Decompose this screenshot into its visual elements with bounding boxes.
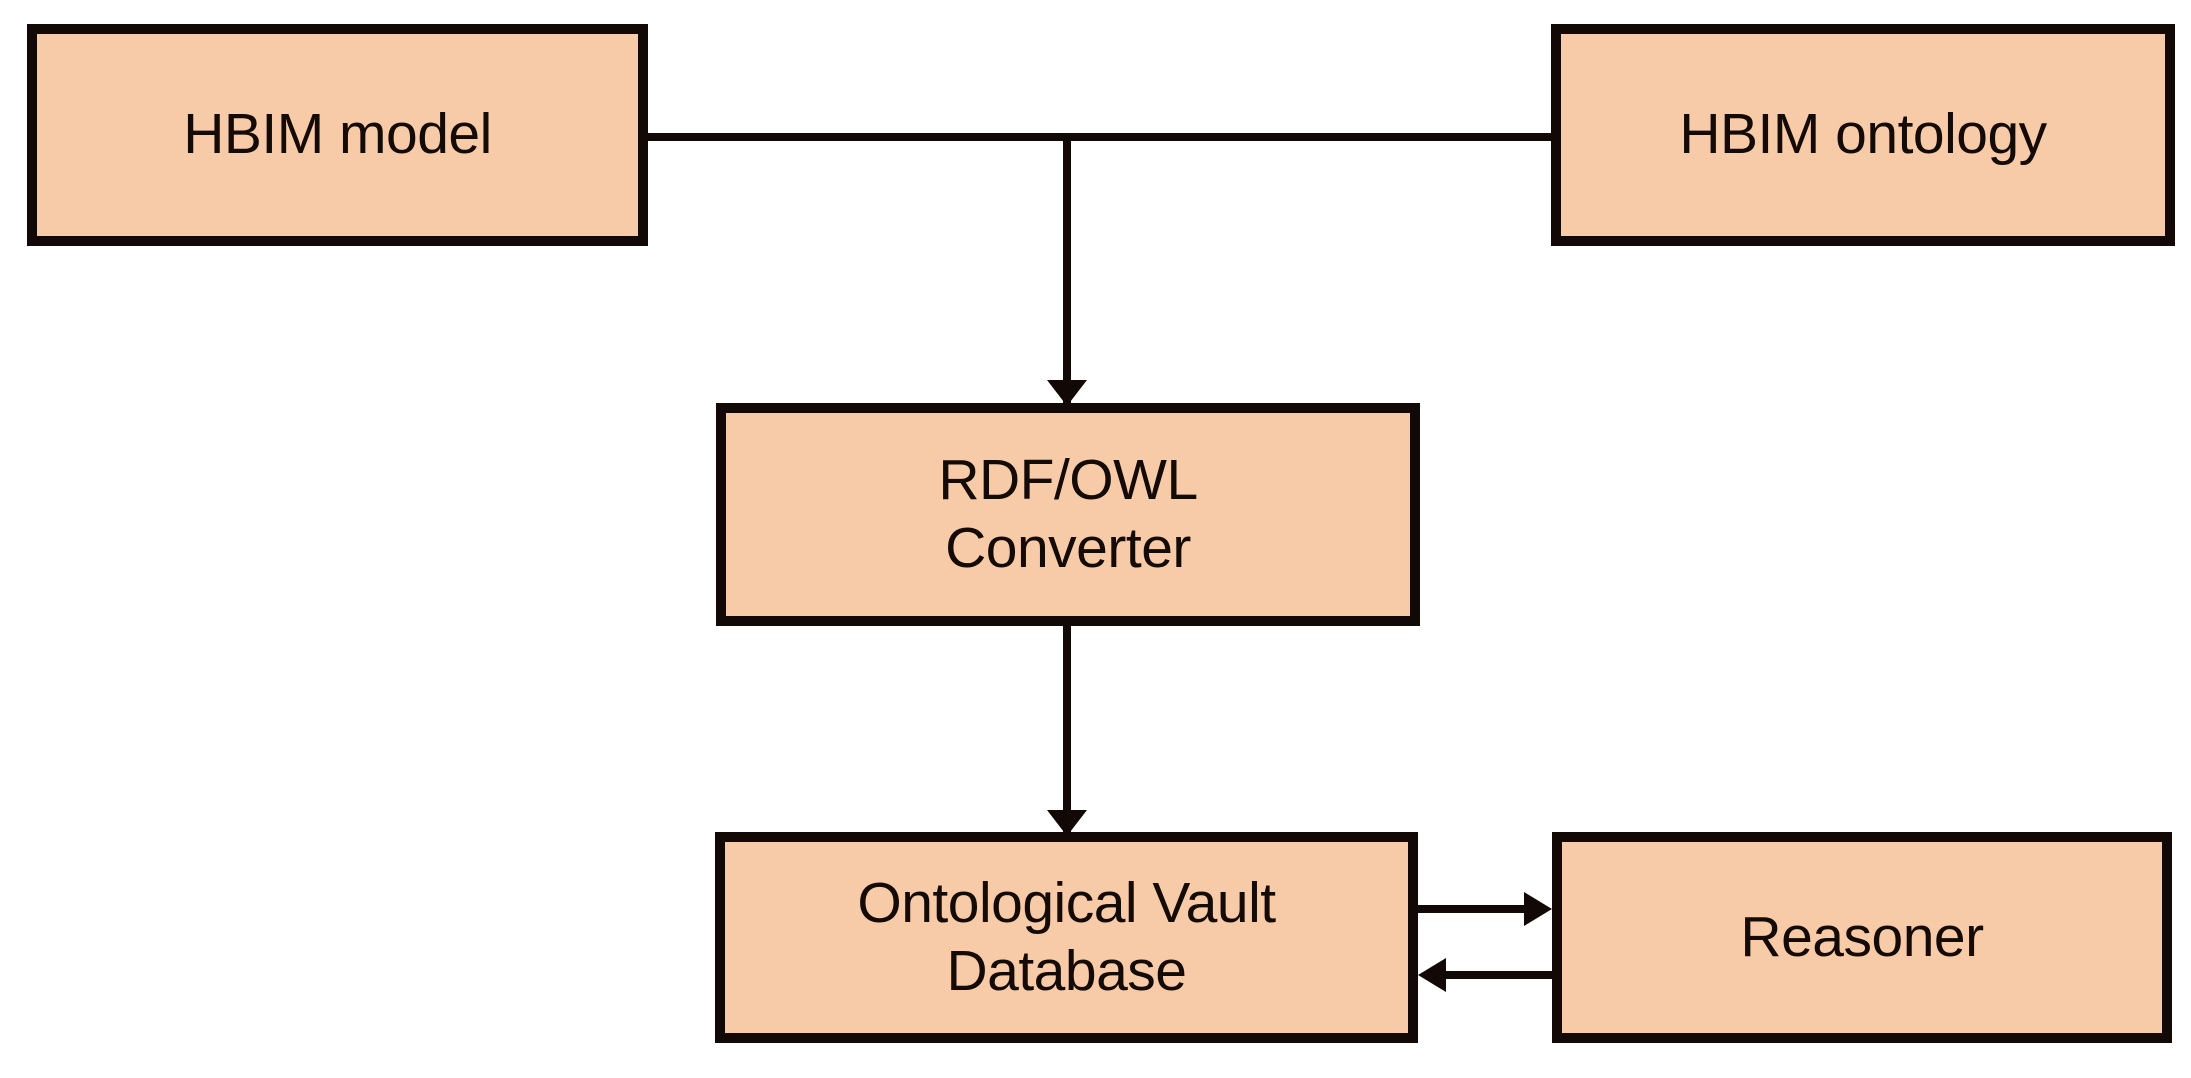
node-hbim-model: HBIM model bbox=[27, 24, 648, 246]
connector-vault-database-to-reasoner bbox=[1414, 905, 1526, 913]
node-hbim-ontology: HBIM ontology bbox=[1551, 24, 2175, 246]
connector-reasoner-to-vault-database bbox=[1446, 971, 1558, 979]
node-rdf-owl-converter: RDF/OWL Converter bbox=[716, 403, 1420, 626]
arrowhead-down-icon-into-converter bbox=[1047, 380, 1087, 406]
connector-bus-to-converter bbox=[1063, 133, 1071, 405]
node-ontological-vault-database: Ontological Vault Database bbox=[715, 832, 1418, 1043]
arrowhead-down-icon-into-vault-database bbox=[1047, 810, 1087, 836]
arrowhead-right-icon-into-reasoner bbox=[1524, 892, 1552, 926]
connector-hbim-model-to-hbim-ontology bbox=[640, 133, 1558, 141]
connector-converter-to-vault-database bbox=[1063, 620, 1071, 836]
arrowhead-left-icon-into-vault-database bbox=[1418, 958, 1446, 992]
node-reasoner: Reasoner bbox=[1552, 832, 2172, 1043]
